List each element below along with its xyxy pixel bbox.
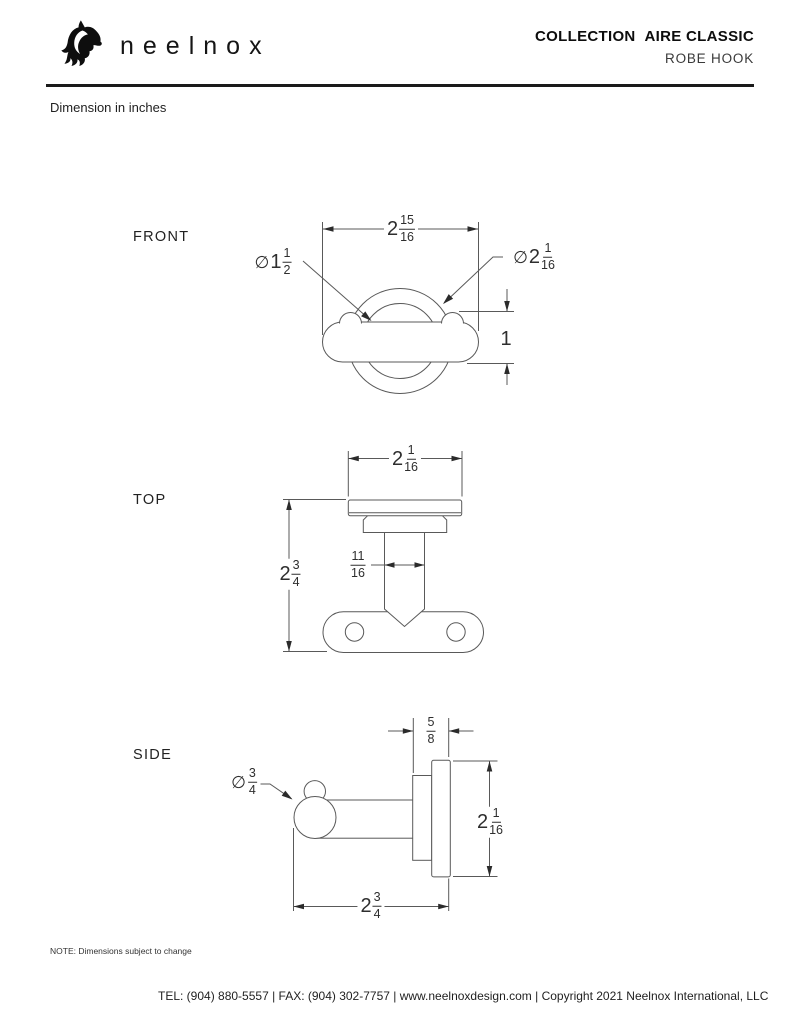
product-name: ROBE HOOK xyxy=(665,51,754,66)
collection-label: COLLECTION xyxy=(535,28,636,45)
collection-title: COLLECTION AIRE CLASSIC xyxy=(535,28,754,45)
front-view-label: FRONT xyxy=(133,229,190,245)
diameter-symbol: ∅ xyxy=(254,252,270,272)
top-right-hole xyxy=(446,622,466,642)
top-view-label: TOP xyxy=(133,492,167,508)
diameter-symbol: ∅ xyxy=(513,247,528,267)
top-neck xyxy=(362,515,448,533)
front-right-bump xyxy=(441,312,464,324)
side-flange xyxy=(412,775,433,861)
side-wall-plate xyxy=(431,759,451,878)
side-ball xyxy=(293,796,337,839)
front-height-dimension: 1 xyxy=(497,329,515,349)
side-view-drawing xyxy=(260,718,498,911)
footer-contact-line: TEL: (904) 880-5557 | FAX: (904) 302-775… xyxy=(158,989,769,1003)
top-wall-plate xyxy=(347,499,463,517)
brand-name: neelnox xyxy=(120,31,271,60)
diameter-symbol: ∅ xyxy=(231,772,246,792)
top-left-hole xyxy=(344,622,365,642)
dimensions-disclaimer: NOTE: Dimensions subject to change xyxy=(50,946,192,956)
top-stem xyxy=(384,532,425,628)
header-titles: COLLECTION AIRE CLASSIC ROBE HOOK xyxy=(535,28,754,66)
side-view-label: SIDE xyxy=(133,747,173,763)
front-left-bump xyxy=(339,312,362,324)
front-view-drawing xyxy=(302,222,514,394)
brand-logo: neelnox xyxy=(58,18,271,68)
top-view-drawing xyxy=(283,451,484,654)
header-divider xyxy=(46,84,754,87)
dimension-units-note: Dimension in inches xyxy=(50,100,167,115)
front-bar xyxy=(322,321,479,363)
collection-name: AIRE CLASSIC xyxy=(644,28,754,45)
horse-logo-icon xyxy=(61,20,102,67)
